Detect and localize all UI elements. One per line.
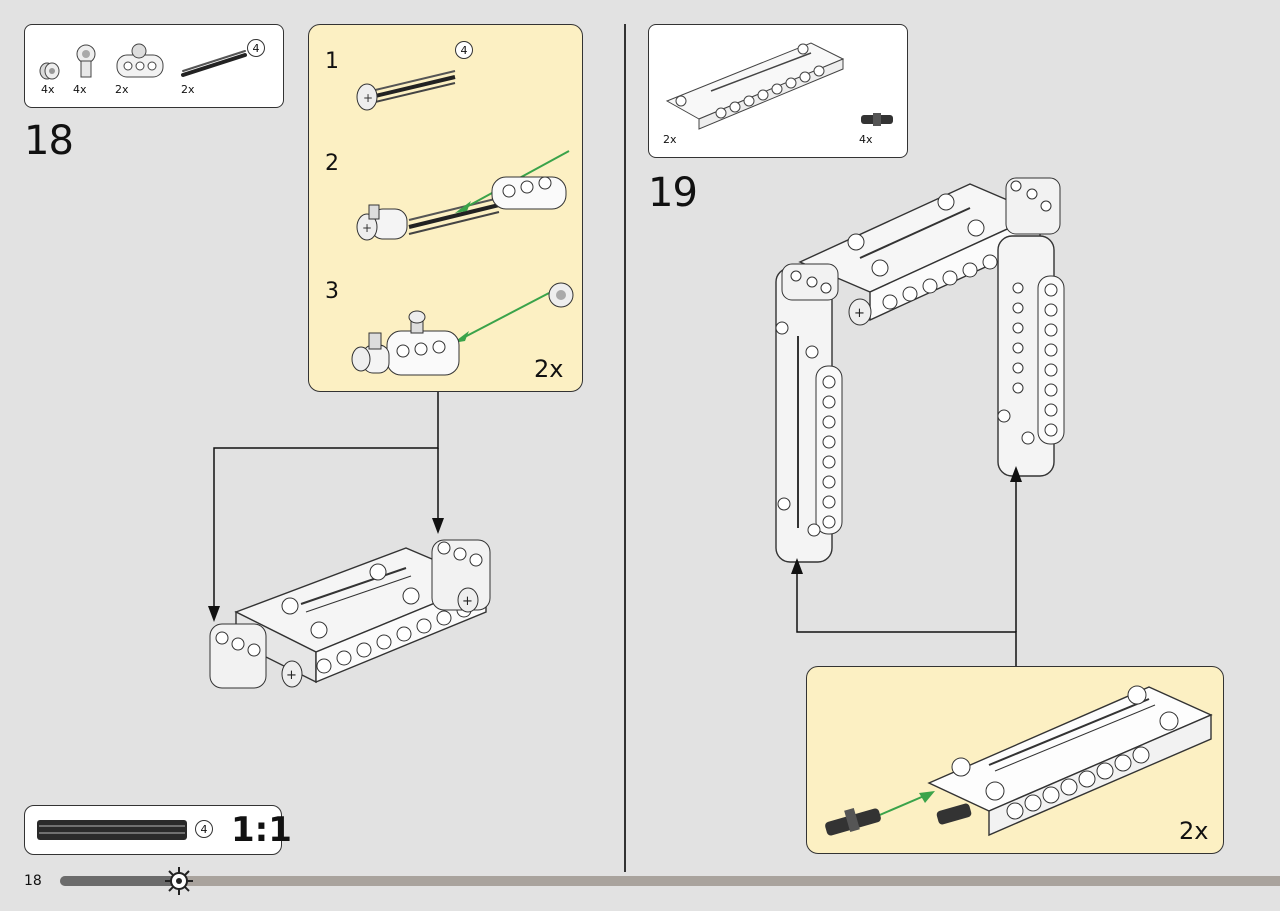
svg-text:+: + bbox=[363, 91, 373, 105]
subassembly-panel-step18: 1 4 + 2 + 3 2x bbox=[308, 24, 583, 392]
size-badge: 4 bbox=[455, 41, 473, 59]
svg-text:+: + bbox=[286, 668, 297, 683]
svg-text:+: + bbox=[854, 306, 865, 321]
beam-3-icon bbox=[116, 43, 164, 78]
part-qty: 2x bbox=[181, 83, 195, 96]
axle-pin-connector-icon bbox=[76, 44, 96, 78]
subassembly-panel-step19: 2x bbox=[806, 666, 1224, 854]
panel-frame-icon bbox=[665, 42, 845, 130]
scale-ratio: 1:1 bbox=[231, 810, 292, 850]
axle-actual-size-icon bbox=[37, 820, 187, 840]
axle-scale-box: 4 1:1 bbox=[24, 805, 292, 855]
axle-connector-icon bbox=[861, 113, 893, 126]
size-badge: 4 bbox=[195, 820, 213, 838]
multiplier: 2x bbox=[534, 355, 564, 383]
page-divider bbox=[624, 24, 626, 872]
connector-on-axle-illustration: + bbox=[356, 150, 570, 241]
part-qty: 4x bbox=[859, 133, 873, 146]
frame-assembly-illustration: + + bbox=[209, 539, 491, 689]
progress-track bbox=[60, 876, 1280, 886]
axle-4-icon bbox=[181, 50, 247, 77]
part-qty: 2x bbox=[663, 133, 677, 146]
part-qty: 4x bbox=[73, 83, 87, 96]
arch-assembly-illustration: + bbox=[775, 177, 1065, 563]
panel-with-connector-illustration bbox=[825, 685, 1213, 837]
callout-arrows-step19 bbox=[791, 466, 1022, 666]
substep-number: 1 bbox=[325, 49, 339, 74]
part-qty: 2x bbox=[115, 83, 129, 96]
svg-text:+: + bbox=[362, 221, 372, 235]
progress-marker-icon bbox=[165, 867, 193, 895]
axle-with-bush-illustration: + bbox=[356, 70, 456, 111]
part-qty: 4x bbox=[41, 83, 55, 96]
progress-fill bbox=[60, 876, 180, 886]
parts-callout-step18: 4x 4x 2x 4 2x bbox=[24, 24, 284, 108]
beam-with-connectors-illustration bbox=[351, 282, 574, 376]
substep-number: 3 bbox=[325, 279, 339, 304]
step-number: 18 bbox=[24, 118, 74, 164]
bush-icon bbox=[39, 62, 60, 80]
multiplier: 2x bbox=[1179, 817, 1209, 845]
svg-text:+: + bbox=[462, 594, 473, 609]
substep-number: 2 bbox=[325, 151, 339, 176]
page-number: 18 bbox=[24, 873, 42, 889]
step-number: 19 bbox=[648, 170, 698, 216]
parts-callout-step19: 2x 4x bbox=[648, 24, 908, 158]
size-badge: 4 bbox=[247, 39, 265, 57]
callout-arrows-step18 bbox=[208, 392, 444, 622]
